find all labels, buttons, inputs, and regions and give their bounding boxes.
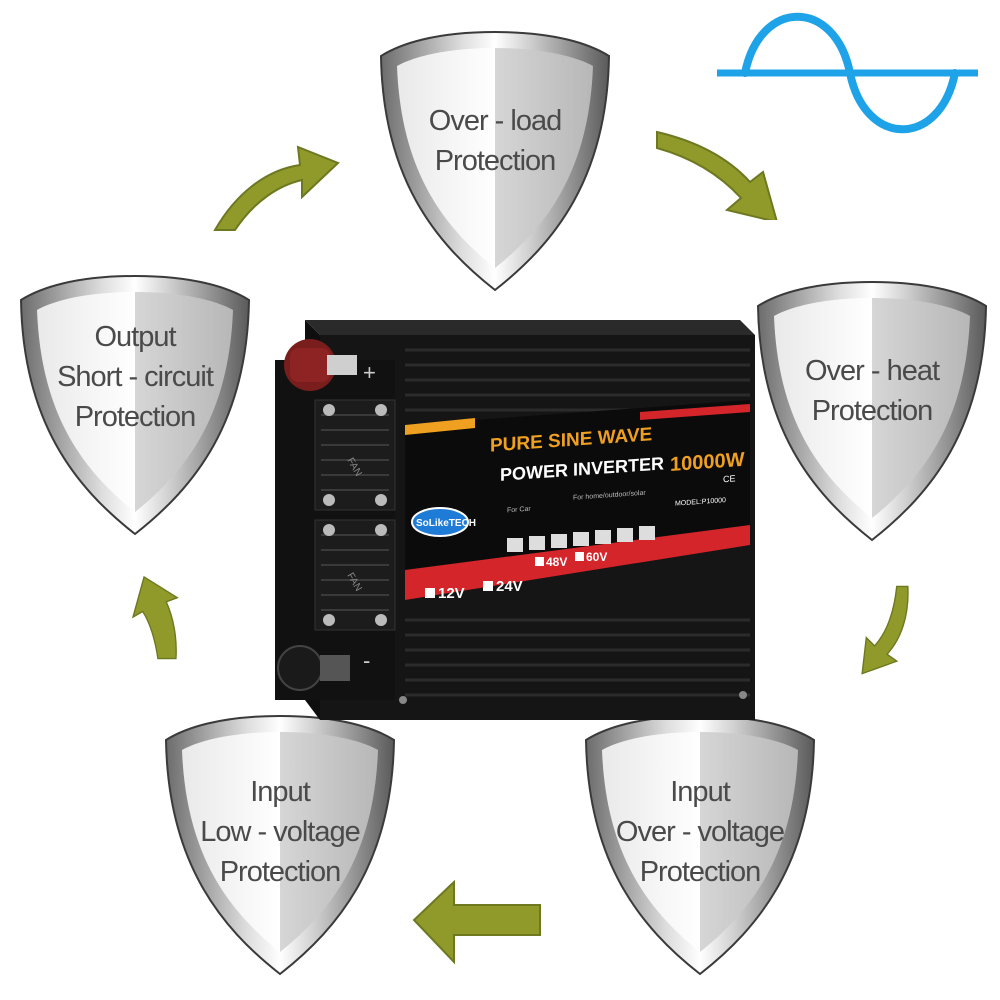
shield-input-over-voltage: Input Over - voltage Protection — [580, 712, 820, 977]
shield-label: Input Over - voltage Protection — [608, 757, 792, 907]
cycle-arrow-icon — [210, 145, 340, 235]
brand-logo: SoLikeTECH — [416, 518, 476, 529]
sine-wave-icon — [715, 8, 980, 138]
shield-label: Input Low - voltage Protection — [188, 757, 372, 907]
label-line: Short - circuit — [57, 361, 214, 393]
label-line: Over - heat — [804, 355, 940, 387]
label-line: Output — [94, 321, 176, 353]
label-line: Input — [250, 776, 310, 808]
shield-label: Output Short - circuit Protection — [43, 302, 227, 452]
voltage-option: 24V — [496, 578, 523, 595]
cycle-arrow-icon — [95, 570, 185, 700]
shield-over-load: Over - load Protection — [375, 28, 615, 293]
voltage-option: 48V — [546, 555, 567, 569]
power-inverter-image: FAN FAN + - SoLikeTECH PURE SINE WAVE PO… — [255, 300, 775, 720]
shield-input-low-voltage: Input Low - voltage Protection — [160, 712, 400, 977]
label-line: Over - load — [428, 105, 562, 137]
voltage-option: 12V — [438, 585, 465, 602]
voltage-option: 60V — [586, 550, 607, 564]
negative-terminal-sign: - — [363, 648, 370, 673]
label-line: Protection — [811, 395, 934, 427]
label-line: Protection — [639, 856, 762, 888]
ce-mark: CE — [723, 473, 736, 484]
positive-terminal-sign: + — [363, 360, 376, 385]
shield-over-heat: Over - heat Protection — [752, 278, 992, 543]
cycle-arrow-icon — [820, 585, 910, 715]
label-line: Low - voltage — [200, 816, 360, 848]
label-line: Over - voltage — [615, 816, 785, 848]
shield-label: Over - load Protection — [403, 66, 587, 216]
cycle-arrow-icon — [655, 130, 785, 224]
label-line: Protection — [74, 401, 197, 433]
cycle-arrow-icon — [412, 879, 542, 970]
shield-output-short-circuit: Output Short - circuit Protection — [15, 272, 255, 537]
shield-label: Over - heat Protection — [780, 316, 964, 466]
model-text: MODEL:P10000 — [675, 497, 726, 508]
for-car-text: For Car — [507, 506, 531, 515]
label-line: Protection — [219, 856, 342, 888]
wattage-text: 10000W — [670, 449, 745, 476]
label-line: Protection — [434, 145, 557, 177]
label-line: Input — [670, 776, 730, 808]
